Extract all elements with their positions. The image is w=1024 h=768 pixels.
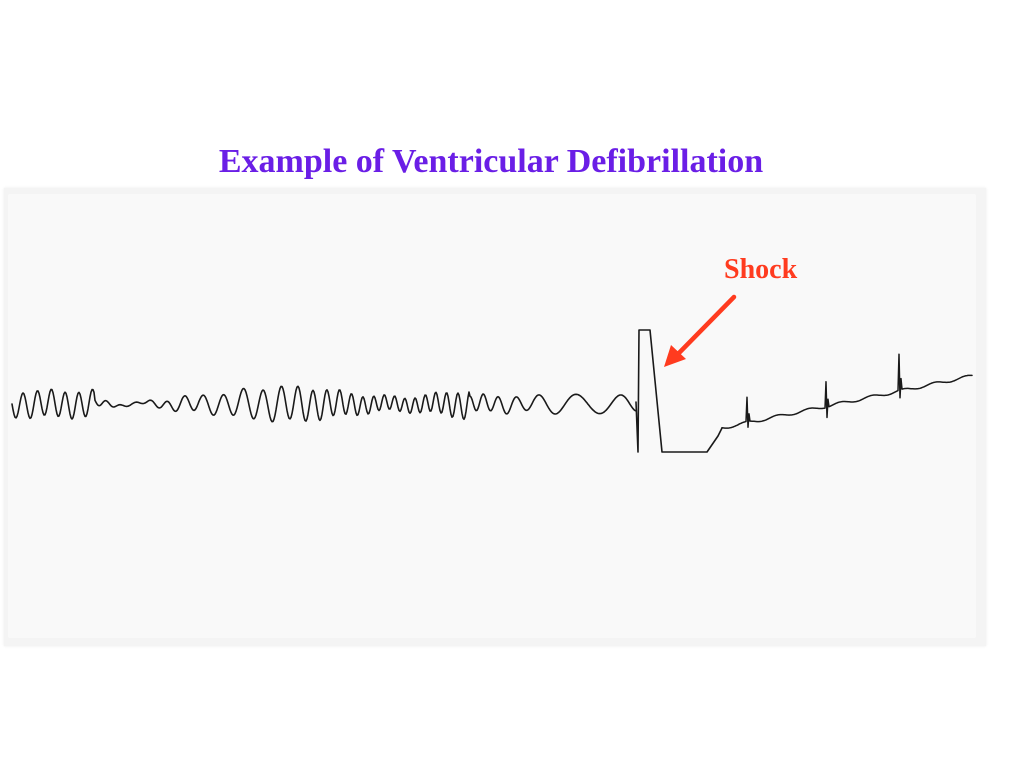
post-shock-rhythm-trace [721, 353, 973, 429]
defibrillation-shock-artifact [635, 329, 723, 453]
shock-arrow-head [664, 345, 686, 367]
slide-title: Example of Ventricular Defibrillation [218, 143, 764, 180]
ecg-paper-surface [8, 194, 976, 638]
ventricular-fibrillation-trace [11, 385, 637, 423]
shock-label: Shock [724, 254, 798, 285]
shock-arrow [664, 294, 737, 367]
shock-arrow-shaft [675, 294, 737, 357]
